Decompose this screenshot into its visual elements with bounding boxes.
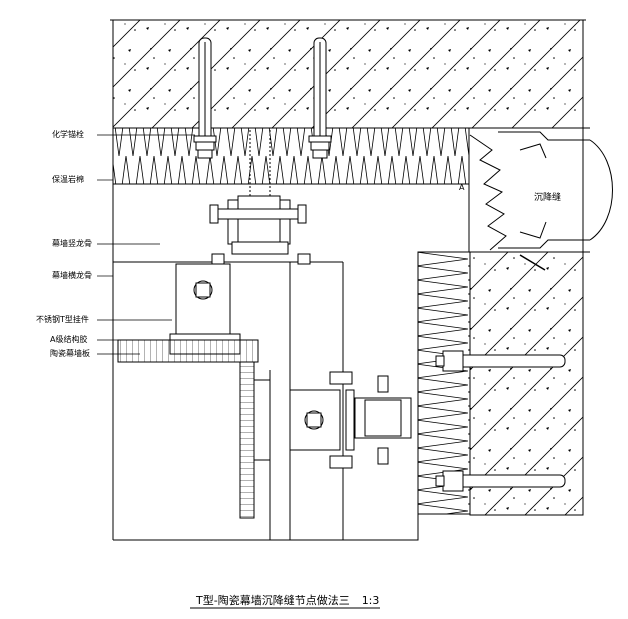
label-sub-keel: 幕墙横龙骨: [52, 271, 92, 280]
anchor-bolt-4: [435, 470, 566, 492]
label-settlement-joint: 沉降缝: [534, 193, 562, 203]
caption-title: T型-陶瓷幕墙沉降缝节点做法三: [196, 594, 350, 607]
concrete-slab-top: [110, 19, 586, 129]
concrete-wall-right: [469, 128, 584, 516]
anchor-bolt-1: [193, 37, 217, 159]
caption-scale: 1:3: [361, 594, 380, 607]
drawing-caption: T型-陶瓷幕墙沉降缝节点做法三 1:3: [196, 592, 379, 608]
label-anchor-bolt: 化学锚栓: [52, 130, 84, 139]
label-insulation: 保温岩棉: [52, 175, 84, 184]
t-pendant-lower: [239, 361, 412, 519]
label-pendant: 不锈钢T型挂件: [36, 315, 89, 324]
insulation-right: [417, 251, 471, 515]
settlement-joint-profile: [469, 127, 613, 271]
insulation-top: [112, 127, 470, 185]
leader-lines: [97, 134, 195, 355]
label-ceramic-panel: 陶瓷幕墙板: [50, 349, 90, 358]
anchor-bolt-2: [308, 37, 332, 159]
label-adhesive: A级结构胶: [50, 335, 88, 344]
label-main-keel: 幕墙竖龙骨: [52, 239, 92, 248]
steel-connector-top: [209, 130, 311, 265]
label-mark-a: A: [459, 183, 465, 192]
t-pendant-upper: [117, 263, 259, 363]
anchor-bolt-3: [435, 350, 566, 372]
